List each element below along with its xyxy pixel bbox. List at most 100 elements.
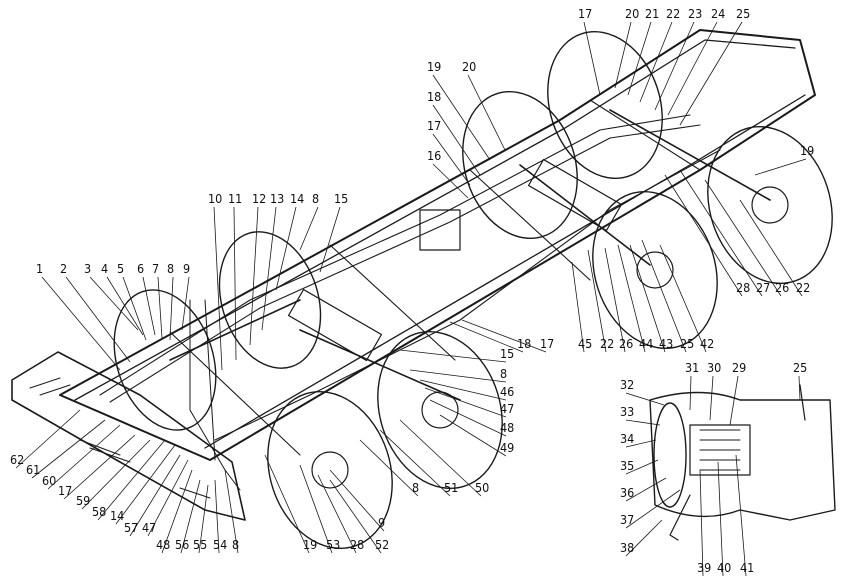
leader-line-c1 — [41, 276, 121, 371]
callout-c11: 11 — [228, 191, 242, 206]
callout-c22b: 22 — [796, 280, 810, 295]
callout-c8c: 8 — [500, 366, 507, 381]
callout-c17a: 17 — [427, 118, 441, 133]
leader-line-c21 — [627, 21, 652, 96]
leader-line-c3 — [89, 276, 139, 331]
leader-line-c25b — [641, 239, 687, 353]
leader-line-c38 — [625, 519, 663, 557]
callout-c60: 60 — [42, 473, 56, 488]
callout-c27: 27 — [756, 280, 770, 295]
callout-c29: 29 — [732, 360, 746, 375]
leader-line-c25c — [798, 375, 801, 401]
callout-c37: 37 — [620, 512, 634, 527]
leader-line-c17b — [583, 21, 601, 96]
callout-c47b: 47 — [142, 520, 156, 535]
callout-c51: 51 — [444, 480, 458, 495]
leader-line-c59 — [81, 439, 151, 510]
leader-line-c22a — [639, 21, 673, 103]
leader-line-c25a — [679, 21, 743, 126]
leader-line-c19c — [264, 454, 310, 554]
brake-chamber-inset — [649, 384, 836, 541]
leader-line-c22c — [587, 249, 607, 353]
leader-line-c27 — [679, 169, 763, 297]
wheel-mid-left-2 — [377, 330, 503, 490]
wheel-mid-left — [267, 390, 393, 550]
leader-line-c11 — [233, 206, 237, 361]
callout-c6: 6 — [137, 261, 144, 276]
callout-c2: 2 — [60, 261, 67, 276]
callout-c39: 39 — [697, 560, 711, 575]
leader-line-c17d — [63, 434, 136, 500]
callout-c17c: 17 — [540, 336, 554, 351]
leader-line-c6 — [142, 276, 156, 336]
callout-c23: 23 — [688, 6, 702, 21]
callout-c20b: 20 — [625, 6, 639, 21]
wheel-rear-left-1 — [592, 190, 718, 350]
callout-c58: 58 — [92, 504, 106, 519]
callout-c20a: 20 — [462, 59, 476, 74]
callout-c30: 30 — [707, 360, 721, 375]
leader-line-c20a — [467, 74, 506, 151]
leader-line-c50 — [399, 419, 482, 497]
leader-line-c33 — [625, 419, 661, 426]
leader-line-c8a — [169, 276, 174, 341]
leader-line-c15a — [319, 206, 341, 273]
callout-c62: 62 — [10, 452, 24, 467]
leader-line-c55 — [198, 484, 209, 554]
callout-c57: 57 — [124, 520, 138, 535]
leader-line-c41 — [735, 454, 747, 577]
leader-line-c35 — [625, 459, 659, 475]
leader-line-c7 — [157, 276, 163, 339]
front-bumper — [11, 351, 246, 521]
callout-c31: 31 — [685, 360, 699, 375]
leader-line-c9a — [181, 276, 190, 331]
callout-c19a: 19 — [427, 59, 441, 74]
callout-c53: 53 — [326, 537, 340, 552]
callout-c17d: 17 — [58, 483, 72, 498]
callout-c22a: 22 — [666, 6, 680, 21]
callout-c33: 33 — [620, 404, 634, 419]
leader-line-c9b — [329, 469, 385, 532]
leader-line-c34 — [625, 439, 657, 448]
leader-line-c42 — [659, 244, 707, 353]
leader-line-c18b — [449, 321, 524, 353]
callout-c19c: 19 — [303, 537, 317, 552]
callout-c22c: 22 — [600, 336, 614, 351]
leader-line-c39 — [699, 469, 704, 577]
leader-line-c18a — [432, 104, 481, 176]
leader-line-c5 — [122, 276, 147, 341]
callout-c14b: 14 — [110, 508, 124, 523]
callout-c41: 41 — [740, 560, 754, 575]
callout-c50: 50 — [475, 480, 489, 495]
callout-c40: 40 — [717, 560, 731, 575]
callout-c8d: 8 — [412, 480, 419, 495]
callout-c32: 32 — [620, 377, 634, 392]
brake-lines — [99, 114, 721, 491]
callout-c24: 24 — [711, 6, 725, 21]
leader-line-c36 — [625, 477, 667, 502]
callout-c46: 46 — [500, 384, 514, 399]
callout-c8e: 8 — [232, 537, 239, 552]
leader-line-c56 — [180, 479, 201, 554]
leader-line-c19b — [754, 158, 807, 176]
callout-c19b: 19 — [800, 143, 814, 158]
callout-c10: 10 — [208, 191, 222, 206]
callout-c15a: 15 — [334, 191, 348, 206]
leader-line-c19a — [432, 74, 491, 161]
leader-line-c52 — [329, 479, 382, 554]
callout-c25b: 25 — [680, 336, 694, 351]
callout-c12: 12 — [252, 191, 266, 206]
callout-c35: 35 — [620, 458, 634, 473]
callout-c26a: 26 — [775, 280, 789, 295]
leader-line-c48a — [429, 399, 507, 437]
leader-line-c53 — [299, 464, 333, 554]
callout-c8a: 8 — [167, 261, 174, 276]
callout-c48b: 48 — [156, 537, 170, 552]
callout-c9b: 9 — [378, 515, 385, 530]
callout-c47a: 47 — [500, 401, 514, 416]
leader-line-c26a — [704, 179, 782, 297]
callout-c15b: 15 — [500, 346, 514, 361]
leader-line-c44 — [617, 244, 646, 353]
callout-c13: 13 — [270, 191, 284, 206]
callout-c43: 43 — [659, 336, 673, 351]
